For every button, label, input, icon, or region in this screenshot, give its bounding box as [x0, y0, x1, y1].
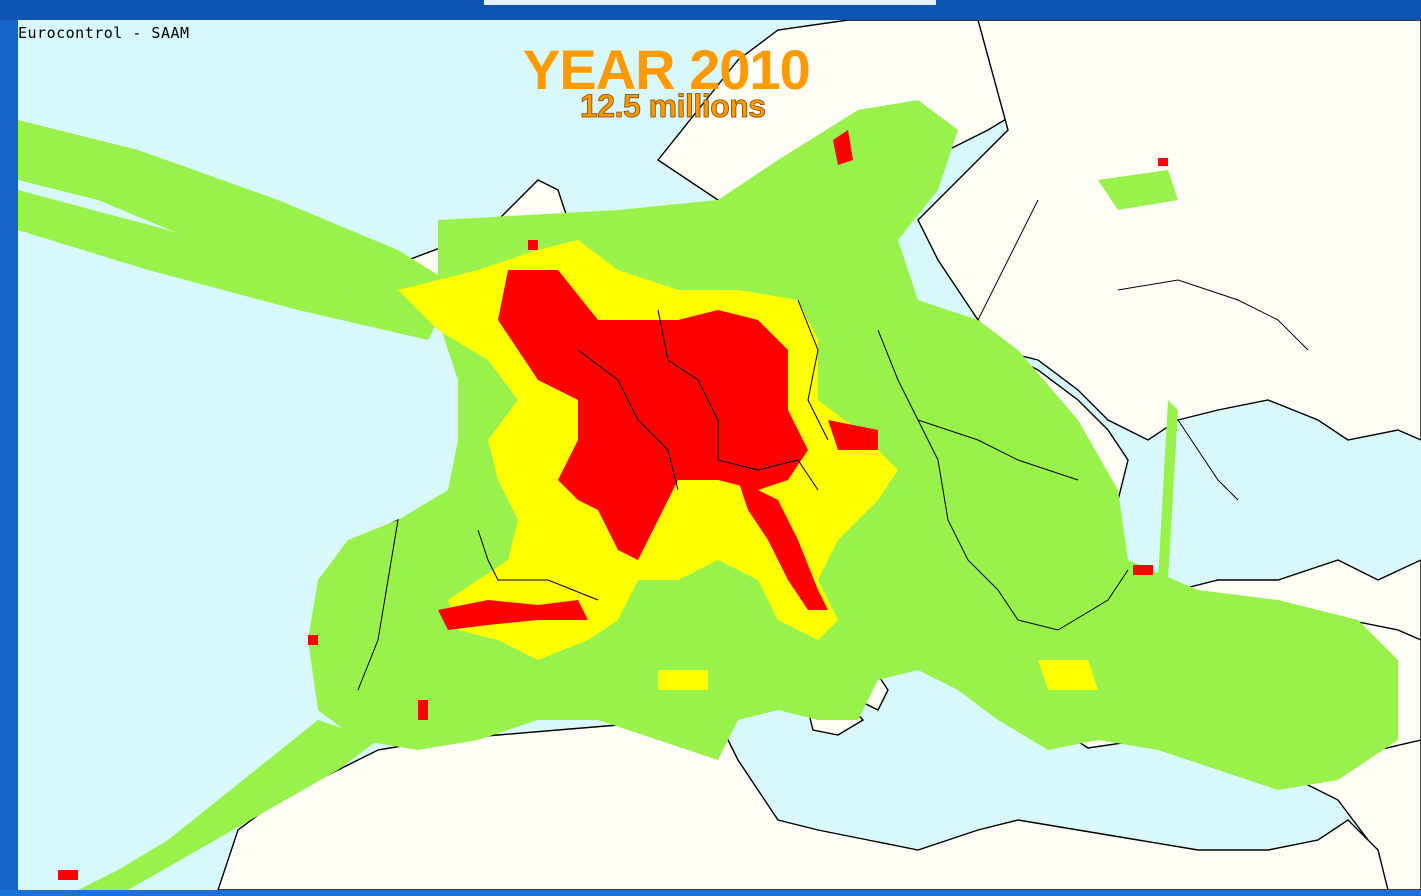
window-top-band: [0, 0, 1421, 20]
traffic-density-map: Eurocontrol - SAAM YEAR 2010 12.5 millio…: [18, 20, 1421, 890]
traffic-high-density: [58, 130, 1168, 880]
flights-count-subtitle: 12.5 millions: [580, 88, 767, 124]
country-borders: [357, 199, 1309, 691]
window-bottom-band: [0, 890, 1421, 896]
year-title: YEAR 2010: [523, 38, 811, 101]
map-credit: Eurocontrol - SAAM: [18, 24, 190, 42]
east-europe-land: [917, 20, 1421, 441]
map-svg: [18, 20, 1421, 890]
window-tab: [484, 0, 936, 5]
